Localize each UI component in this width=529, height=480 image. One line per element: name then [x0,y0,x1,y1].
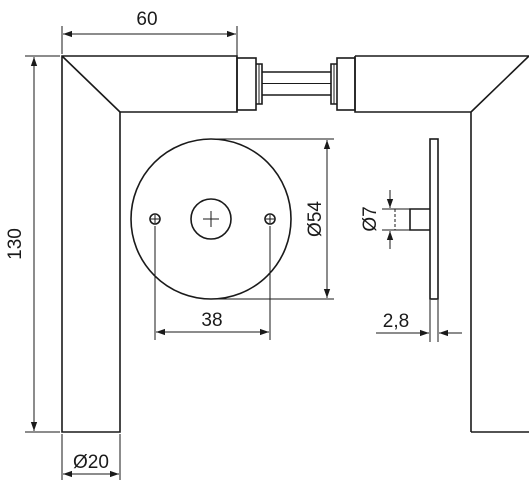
dim-spindle-diameter: Ø7 [360,190,409,249]
dim-label-2-8: 2,8 [383,311,409,332]
spindle-stub-hidden [394,208,410,231]
dim-height-total: 130 [5,55,60,433]
right-sleeve [336,57,356,111]
dim-label-130: 130 [5,228,26,260]
right-handle [354,55,529,433]
left-handle-bevel [61,55,121,113]
spindle-pin [409,208,430,231]
left-handle-outline [61,55,238,433]
dim-label-38: 38 [201,310,222,331]
dim-rose-diameter: Ø54 [211,138,334,300]
dim-label-d20: Ø20 [73,452,109,473]
dim-label-60: 60 [136,9,157,30]
rose-side-view [394,138,439,300]
right-handle-outline [354,55,529,432]
left-sleeve [236,57,257,111]
left-handle [61,55,238,433]
screw-hole-left [149,213,161,225]
dim-label-d7: Ø7 [360,206,381,231]
dim-label-d54: Ø54 [305,201,326,237]
dim-hole-spacing: 38 [154,226,271,340]
spindle-connector [236,57,356,111]
dim-handle-diameter: Ø20 [61,434,121,480]
dim-width-top: 60 [61,9,238,56]
spindle-hole [190,198,232,240]
dim-plate-thickness: 2,8 [376,300,462,342]
screw-hole-right [264,213,276,225]
plate-side [429,138,439,300]
